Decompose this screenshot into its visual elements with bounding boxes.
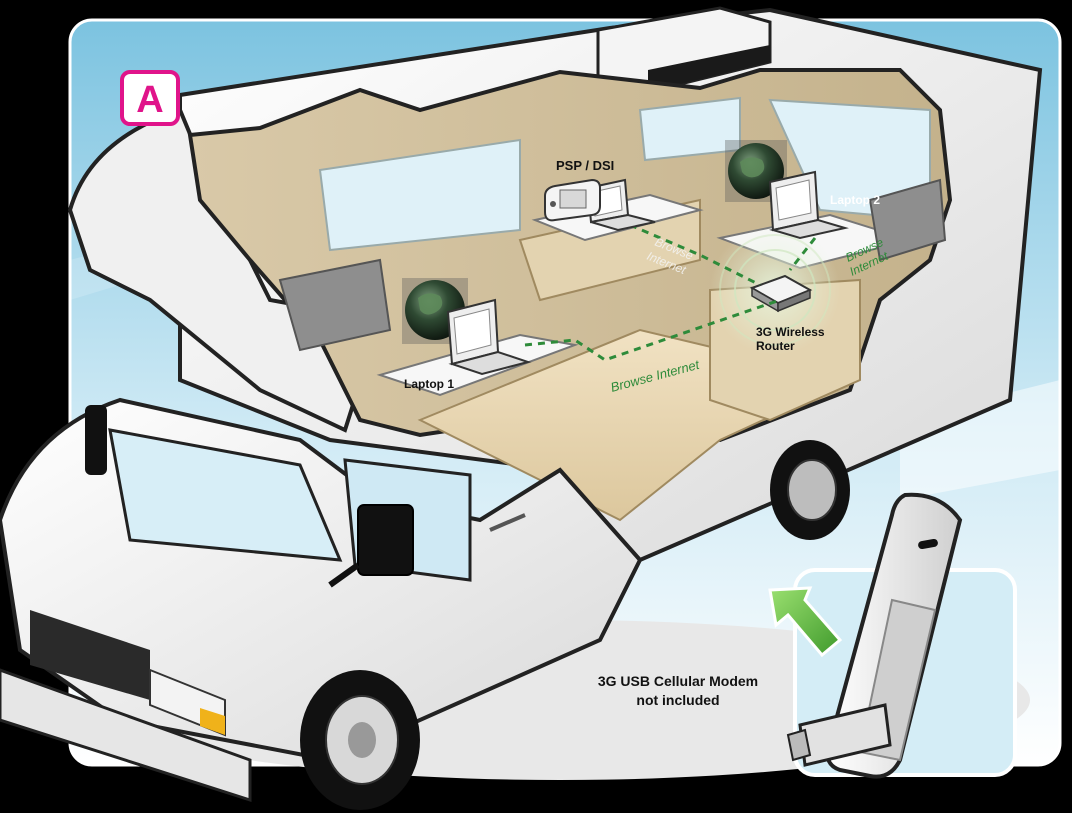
label-laptop2: Laptop 2: [830, 193, 880, 207]
label-router-line2: Router: [756, 339, 795, 353]
badge-a: A: [122, 72, 178, 124]
badge-letter: A: [136, 79, 163, 121]
rear-wheel: [770, 440, 850, 540]
usb-connector: [788, 730, 810, 760]
label-router-line1: 3G Wireless: [756, 325, 825, 339]
left-mirror: [85, 405, 107, 475]
label-modem-line1: 3G USB Cellular Modem: [598, 673, 758, 689]
side-mirror: [358, 505, 413, 575]
front-wheel: [300, 670, 420, 810]
label-laptop1: Laptop 1: [404, 377, 454, 391]
label-modem-line2: not included: [636, 692, 719, 708]
psp-icon: [545, 180, 600, 220]
label-psp: PSP / DSI: [556, 158, 614, 173]
